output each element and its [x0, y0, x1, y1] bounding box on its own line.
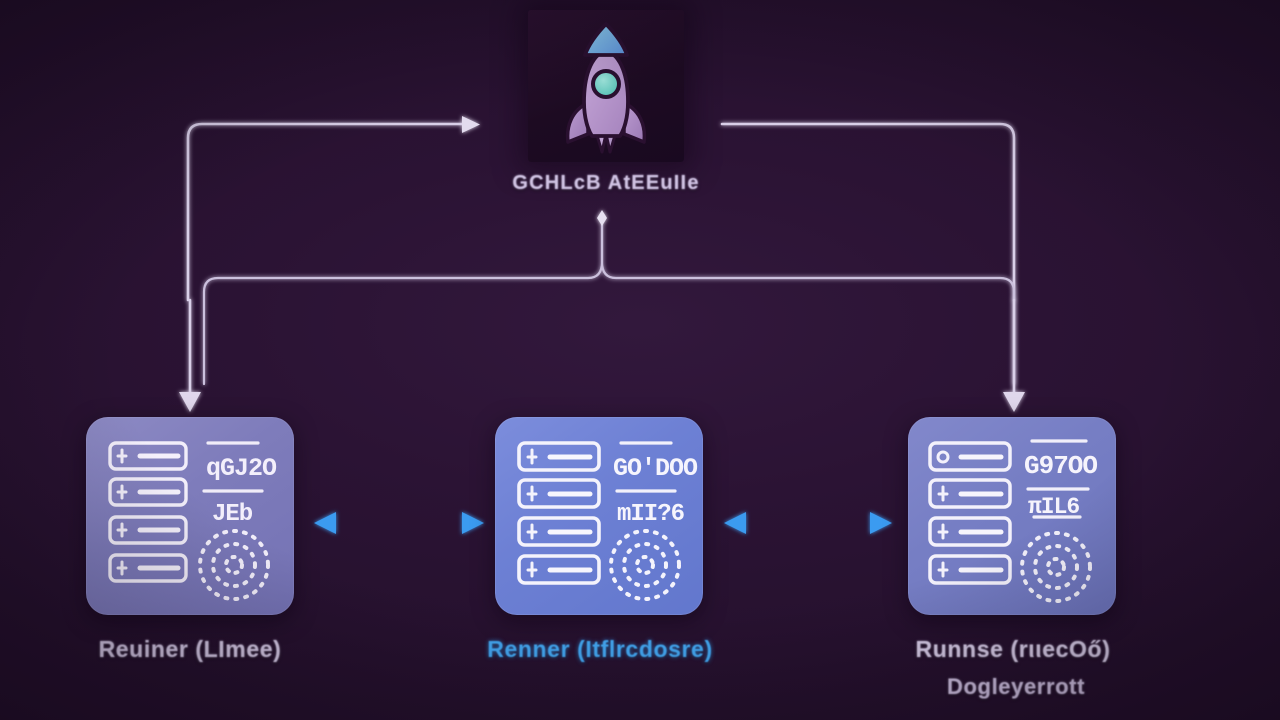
server-rack-icon: G97OO πIL6 [928, 439, 1098, 603]
runner-label-windows: Renner (Itflrcdosre) [487, 636, 713, 662]
metric-top: qGJ2O [206, 454, 277, 483]
connector-logo-to-macos [720, 122, 1016, 302]
metric-top: G97OO [1024, 451, 1097, 481]
connector-windows-macos [724, 512, 892, 534]
metric-bottom: mII?6 [617, 501, 685, 528]
connector-bus-to-linux [179, 298, 201, 412]
metric-top: GO'DOO [613, 454, 698, 483]
metric-bottom: πIL6 [1028, 494, 1079, 520]
connector-linux-to-logo [186, 116, 480, 302]
metric-bottom: JEb [212, 501, 253, 528]
runner-label-macos: Runnse (rιιecOő) [915, 636, 1111, 662]
dotted-gauge-icon [609, 529, 681, 601]
rocket-icon [565, 22, 647, 154]
gitlab-agent-logo-tile [528, 10, 684, 162]
logo-label: GCHLcB AtEEuIIe [512, 172, 700, 194]
runner-card-macos[interactable]: G97OO πIL6 [908, 417, 1116, 615]
deployment-label: Dogleyerrott [947, 674, 1085, 699]
dotted-gauge-icon [1020, 531, 1092, 603]
dotted-gauge-icon [198, 529, 270, 601]
runner-card-linux[interactable]: qGJ2O JEb [86, 417, 294, 615]
connector-logo-bus-down [202, 210, 1016, 386]
server-rack-icon: qGJ2O JEb [108, 441, 278, 601]
connector-bus-to-macos [1003, 298, 1025, 412]
runner-card-windows[interactable]: GO'DOO mII?6 [495, 417, 703, 615]
server-rack-icon: GO'DOO mII?6 [517, 441, 699, 601]
connector-linux-windows [314, 512, 484, 534]
runner-label-linux: Reuiner (LImee) [98, 636, 282, 662]
